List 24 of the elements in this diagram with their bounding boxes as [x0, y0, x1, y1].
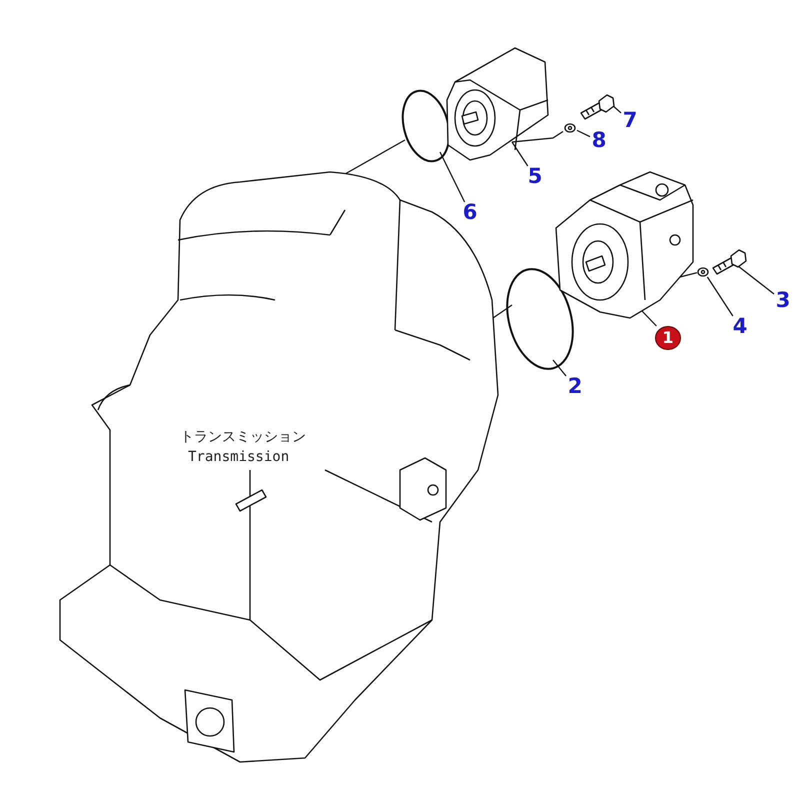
callout-number: 1	[655, 326, 681, 350]
leader-line	[576, 130, 590, 138]
center-line	[512, 131, 564, 143]
center-line	[344, 139, 406, 175]
callout-number: 8	[590, 130, 608, 151]
center-line	[492, 304, 512, 318]
leader-line	[706, 276, 734, 316]
washer-drawing	[697, 265, 710, 277]
leader-line	[738, 266, 774, 294]
o-ring-drawing	[505, 266, 575, 372]
callout-number: 4	[731, 316, 749, 337]
leader-line	[552, 360, 566, 376]
leader-line	[439, 152, 466, 202]
leader-line	[642, 310, 657, 326]
center-line	[680, 272, 698, 278]
part-label: Transmission	[188, 450, 290, 464]
callout-number: 6	[461, 202, 479, 223]
callout-number: 3	[774, 290, 792, 311]
leader-line	[512, 142, 528, 166]
callout-number: 5	[526, 166, 544, 187]
part-label: トランスミッション	[180, 430, 306, 444]
washer-drawing	[563, 121, 577, 133]
callout-number: 2	[566, 376, 584, 397]
callout-number: 7	[621, 110, 639, 131]
